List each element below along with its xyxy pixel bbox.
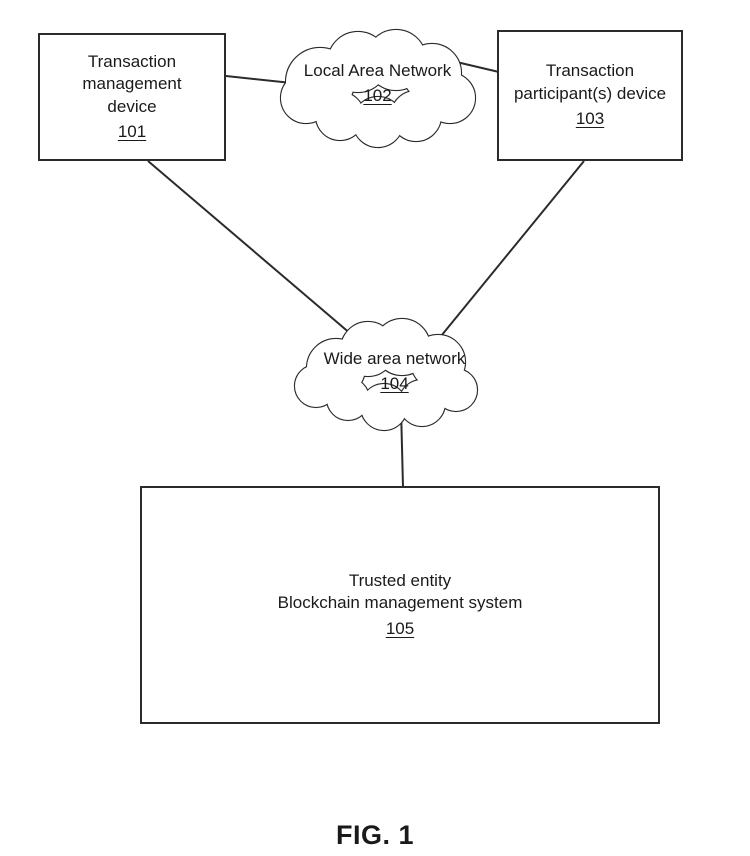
node-label: Local Area Network xyxy=(303,61,452,80)
figure-caption: FIG. 1 xyxy=(335,820,414,850)
node-ref: 101 xyxy=(117,121,147,141)
node-ref: 104 xyxy=(380,374,409,394)
node-ref: 102 xyxy=(363,86,392,106)
connection-line-103-104 xyxy=(427,160,585,353)
node-ref: 105 xyxy=(385,618,415,638)
node-blockchain-management-system: Trusted entity Blockchain management sys… xyxy=(140,486,660,724)
node-wide-area-network: Wide area network 104 xyxy=(302,348,487,396)
node-label: Trusted entity Blockchain management sys… xyxy=(277,570,523,613)
node-label: Transaction participant(s) device xyxy=(513,61,667,103)
node-local-area-network: Local Area Network 102 xyxy=(285,60,470,108)
connection-line-101-104 xyxy=(147,160,373,353)
node-transaction-participants-device: Transaction participant(s) device 103 xyxy=(497,30,683,161)
node-label: Transaction management device xyxy=(82,51,182,116)
node-ref: 103 xyxy=(575,109,605,129)
node-label: Wide area network xyxy=(323,349,466,368)
node-transaction-management-device: Transaction management device 101 xyxy=(38,33,226,161)
